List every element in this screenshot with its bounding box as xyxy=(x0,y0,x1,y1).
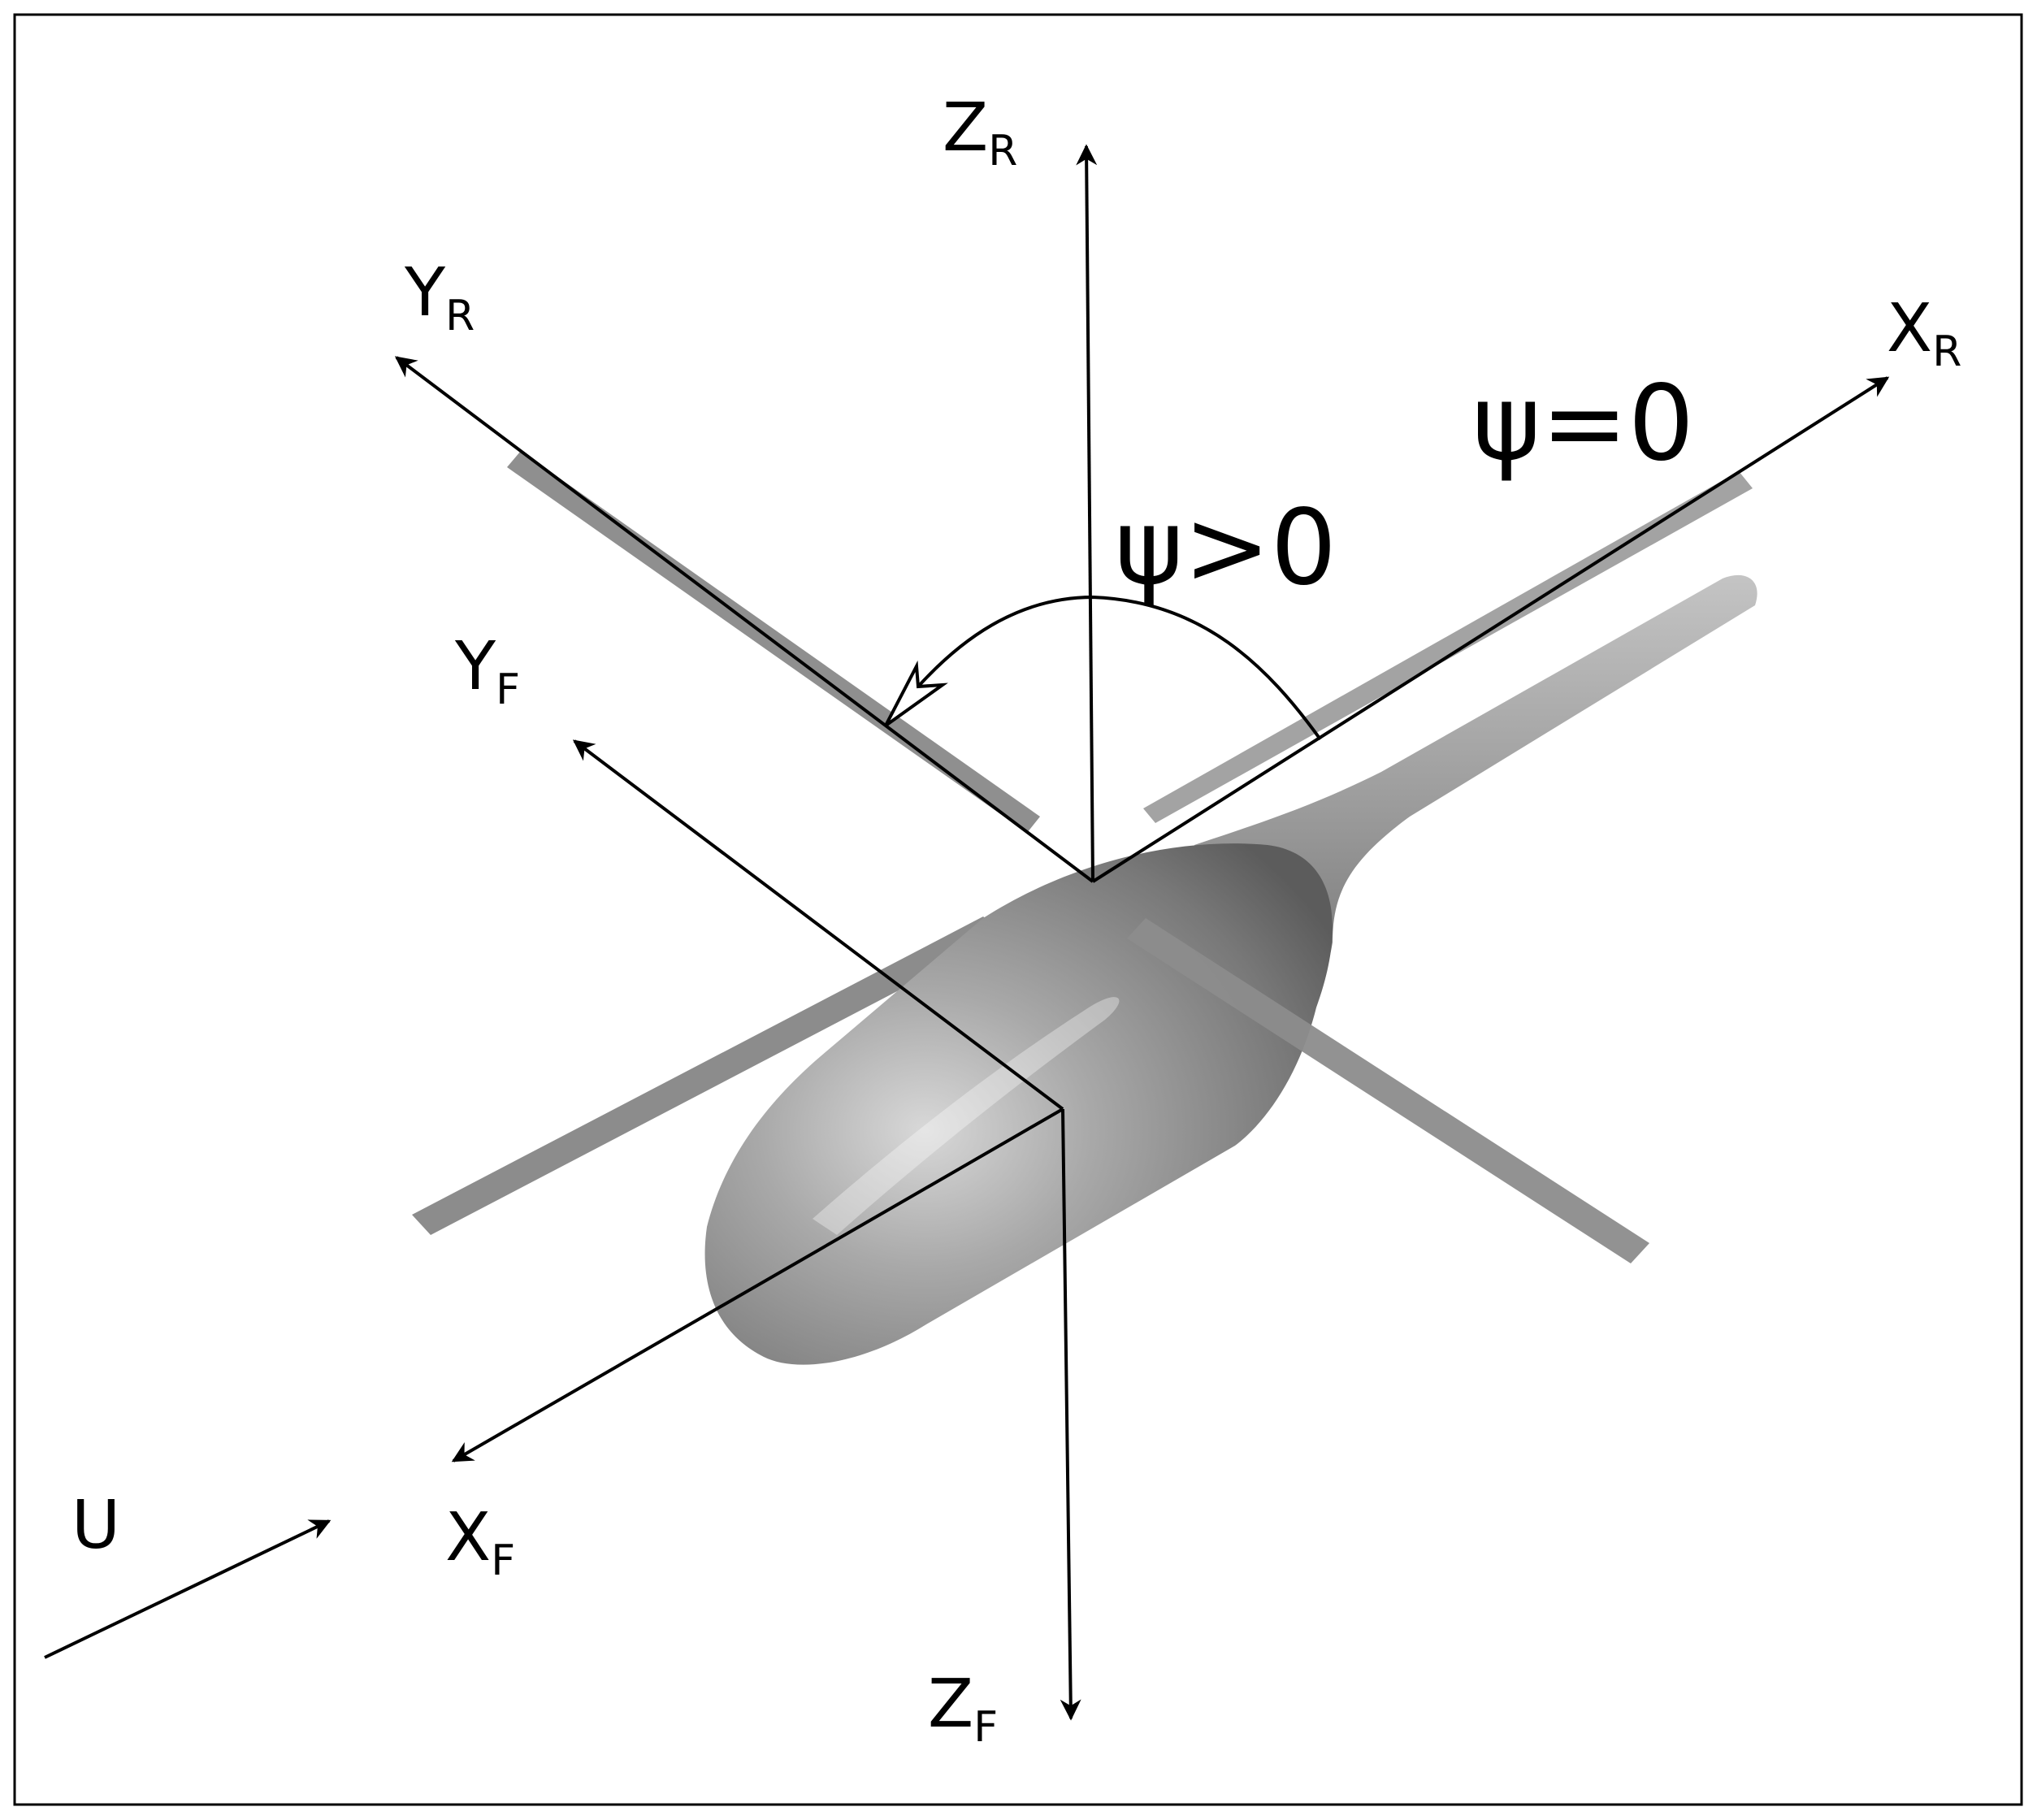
z-f-axis xyxy=(1060,1108,1081,1721)
label-z-f: ZF xyxy=(928,1666,998,1752)
tail-boom xyxy=(1194,574,1757,1056)
x-r-axis xyxy=(1091,376,1890,883)
label-x-f: XF xyxy=(445,1499,515,1585)
label-z-r: ZR xyxy=(943,89,1017,176)
figure-frame xyxy=(13,13,2023,1806)
label-y-f: YF xyxy=(454,628,520,714)
label-freestream: U xyxy=(72,1487,120,1564)
z-r-axis xyxy=(1076,144,1098,882)
fuselage xyxy=(704,843,1333,1365)
label-y-r: YR xyxy=(404,254,475,340)
blade-left-lower xyxy=(412,916,1006,1235)
fuselage-highlight xyxy=(813,997,1120,1235)
label-x-r: XR xyxy=(1887,290,1961,376)
azimuth-arc xyxy=(917,595,1322,741)
label-psi-positive: ψ>0 xyxy=(1115,488,1337,609)
rotor-frame-axes xyxy=(394,144,1890,883)
y-f-axis xyxy=(572,739,1064,1111)
y-r-axis xyxy=(394,356,1094,883)
fuselage-frame-axes xyxy=(451,739,1081,1721)
azimuth-arrow-head xyxy=(884,660,948,727)
x-f-axis xyxy=(451,1107,1064,1462)
label-psi-zero: ψ=0 xyxy=(1472,363,1694,484)
freestream-arrow xyxy=(44,1519,332,1659)
blade-right-lower xyxy=(1127,918,1649,1263)
